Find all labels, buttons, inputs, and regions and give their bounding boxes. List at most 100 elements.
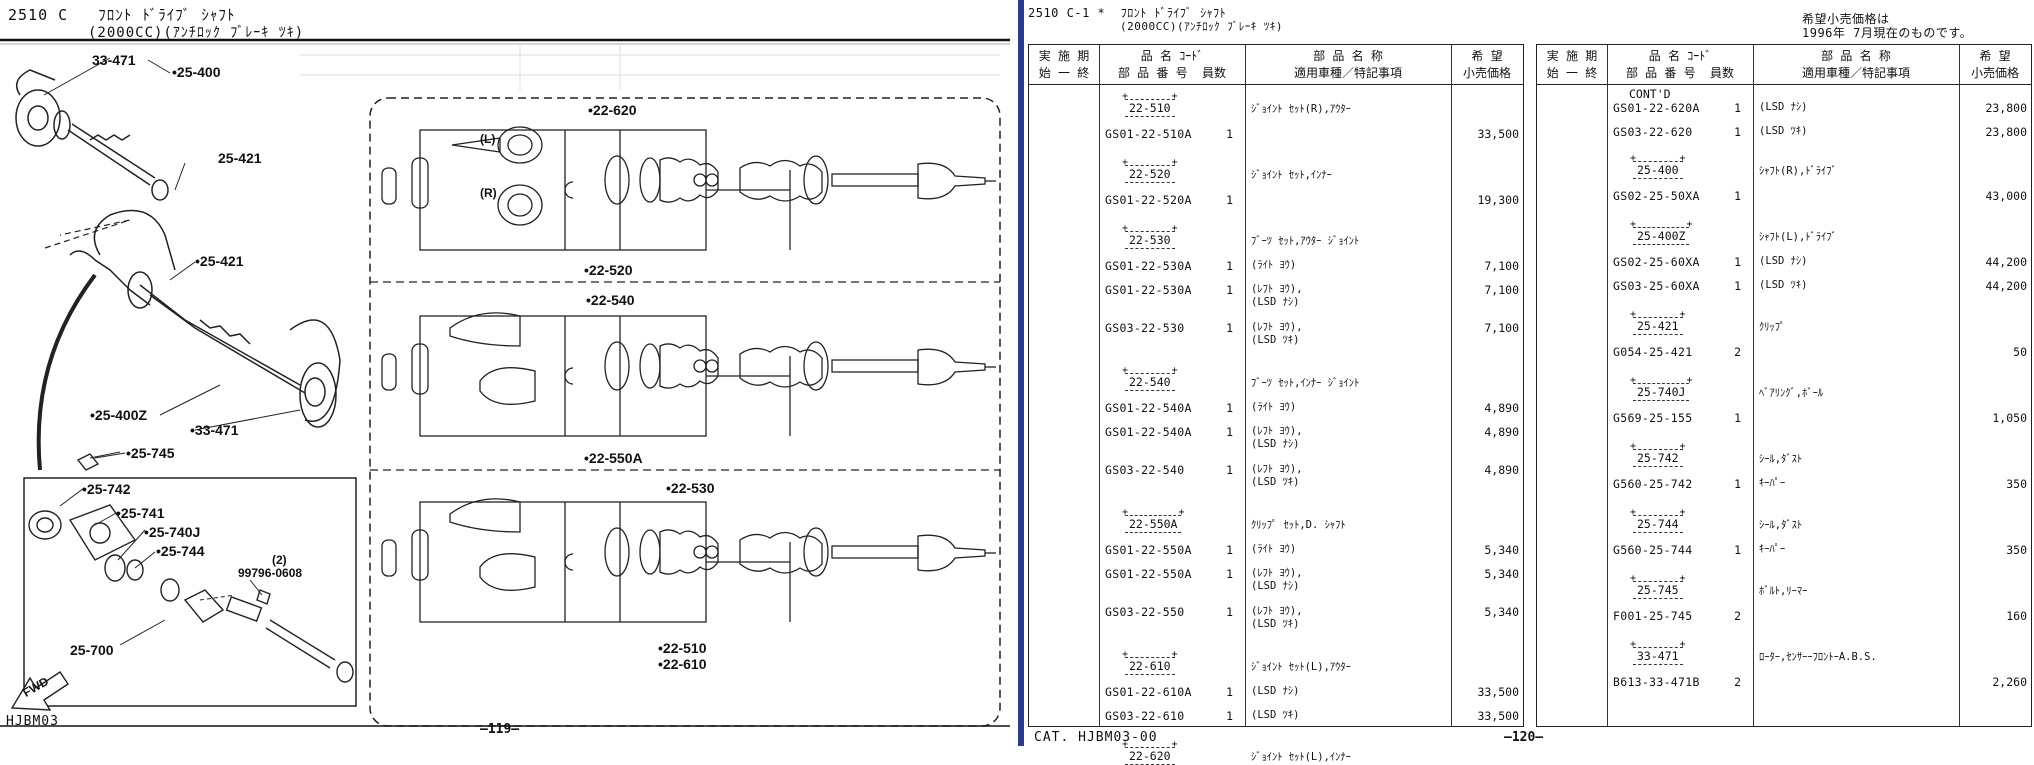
callout-33-471: 33-471 (92, 52, 136, 68)
part-group-name: ﾎﾞﾙﾄ,ﾘｰﾏｰ (1759, 585, 1808, 597)
part-note: (ﾚﾌﾄ ﾖｳ), (LSD ﾅｼ) (1251, 283, 1303, 308)
part-group-code: 22-540 (1122, 365, 1177, 391)
part-price: 1,050 (1992, 411, 2027, 425)
outer-joint (917, 348, 986, 386)
part-quantity: 1 (1734, 411, 1741, 425)
part-quantity: 1 (1226, 685, 1233, 699)
drive-shaft (831, 359, 919, 373)
part-note: (ﾚﾌﾄ ﾖｳ), (LSD ﾂｷ) (1251, 321, 1303, 346)
price-list-page: 2510 C-1 * ﾌﾛﾝﾄ ﾄﾞﾗｲﾌﾞ ｼｬﾌﾄ (2000CC)(ｱﾝﾁ… (1024, 0, 2034, 765)
joint-housing (479, 553, 536, 591)
part-number: G569-25-155 (1613, 411, 1693, 425)
callout-25-742: •25-742 (82, 481, 131, 497)
part-number: GS01-22-540A (1105, 401, 1192, 415)
circlip (564, 553, 574, 571)
col-header-price: 希 望 小売価格 (1451, 45, 1523, 85)
part-number: GS02-25-50XA (1613, 189, 1700, 203)
callout-25-421-b: •25-421 (195, 253, 244, 269)
part-note: (ﾚﾌﾄ ﾖｳ), (LSD ﾂｷ) (1251, 605, 1303, 630)
part-note: (LSD ﾂｷ) (1759, 279, 1808, 291)
drive-shaft-assembly-upper (15, 69, 169, 201)
price-note-line2: 1996年 7月現在のものです。 (1802, 26, 1973, 40)
callout-left-side: (L) (480, 132, 496, 146)
part-note: (ﾚﾌﾄ ﾖｳ), (LSD ﾂｷ) (1251, 463, 1303, 488)
part-note: (ﾚﾌﾄ ﾖｳ), (LSD ﾅｼ) (1251, 567, 1303, 592)
part-quantity: 2 (1734, 609, 1741, 623)
boot-band (803, 341, 829, 391)
part-group-name: ｼｰﾙ,ﾀﾞｽﾄ (1759, 519, 1803, 531)
price-header-subtitle: (2000CC)(ｱﾝﾁﾛｯｸ ﾌﾞﾚｰｷ ﾂｷ) (1120, 20, 1283, 33)
part-number: F001-25-745 (1613, 609, 1693, 623)
part-number: GS01-22-530A (1105, 259, 1192, 273)
callout-99796-0608: 99796-0608 (238, 566, 303, 580)
outer-joint (917, 534, 986, 572)
part-group-name: ｼﾞｮｲﾝﾄ ｾｯﾄ(L),ｱｳﾀｰ (1251, 661, 1351, 673)
part-number: GS01-22-550A (1105, 567, 1192, 581)
part-note: ｷｰﾊﾟｰ (1759, 543, 1786, 555)
callout-25-400z: •25-400Z (90, 407, 148, 423)
part-number: GS02-25-60XA (1613, 255, 1700, 269)
part-group-name: ﾌﾞｰﾂ ｾｯﾄ,ｱｳﾀｰ ｼﾞｮｲﾝﾄ (1251, 235, 1360, 247)
boot-band (639, 343, 661, 389)
part-price: 5,340 (1484, 605, 1519, 619)
part-number: G560-25-744 (1613, 543, 1693, 557)
callout-22-540: •22-540 (586, 292, 635, 308)
part-quantity: 1 (1734, 189, 1741, 203)
part-quantity: 1 (1226, 567, 1233, 581)
part-quantity: 1 (1226, 193, 1233, 207)
callout-25-744: •25-744 (156, 543, 205, 559)
boot-band (639, 157, 661, 203)
col-header-code-2: 品 名 ｺｰﾄﾞ 部 品 番 号 員数 (1607, 45, 1753, 85)
grease-tube (411, 343, 429, 395)
part-quantity: 1 (1734, 255, 1741, 269)
part-number: GS03-22-620 (1613, 125, 1693, 139)
callout-25-421: 25-421 (218, 150, 262, 166)
part-group-code: 33-471 (1630, 639, 1685, 665)
kit-bracket (419, 129, 707, 251)
part-price: 7,100 (1484, 259, 1519, 273)
part-group-name: ｼﾞｮｲﾝﾄ ｾｯﾄ,ｲﾝﾅｰ (1251, 169, 1332, 181)
part-price: 4,890 (1484, 401, 1519, 415)
price-note-line1: 希望小売価格は (1802, 12, 1890, 26)
part-price: 33,500 (1477, 127, 1519, 141)
diagram-header-subtitle: (2000CC)(ｱﾝﾁﾛｯｸ ﾌﾞﾚｰｷ ﾂｷ) (88, 25, 305, 41)
part-number: GS01-22-540A (1105, 425, 1192, 439)
callout-25-400: •25-400 (172, 64, 221, 80)
col-header-period: 実 施 期 始 一 終 (1029, 45, 1099, 85)
part-group-name: ﾍﾞｱﾘﾝｸﾞ,ﾎﾞｰﾙ (1759, 387, 1824, 399)
part-group-name: ｼﾞｮｲﾝﾄ ｾｯﾄ(L),ｲﾝﾅｰ (1251, 751, 1351, 763)
drive-shaft (831, 545, 919, 559)
forward-direction-arrow (10, 671, 69, 711)
callout-22-620: •22-620 (588, 102, 637, 118)
part-price: 160 (2006, 609, 2027, 623)
page-number-119: —119— (480, 722, 520, 737)
catalog-code-left: HJBM03 (6, 714, 59, 729)
part-note: (ﾗｲﾄ ﾖｳ) (1251, 543, 1297, 555)
part-price: 44,200 (1985, 279, 2027, 293)
grease-tube (411, 529, 429, 581)
part-group-code: 25-740J (1630, 375, 1693, 401)
page-divider (1018, 0, 1024, 746)
callout-25-700: 25-700 (70, 642, 114, 658)
part-note: ｷｰﾊﾟｰ (1759, 477, 1786, 489)
col-header-name: 部 品 名 称 適用車種／特記事項 (1245, 45, 1451, 85)
grease-tube (411, 157, 429, 209)
boot-bellows (659, 343, 719, 389)
part-group-name: ｼｬﾌﾄ(L),ﾄﾞﾗｲﾌﾞ (1759, 231, 1837, 243)
diagram-page: 2510 C ﾌﾛﾝﾄ ﾄﾞﾗｲﾌﾞ ｼｬﾌﾄ (2000CC)(ｱﾝﾁﾛｯｸ … (0, 0, 1018, 746)
part-group-code: 25-400Z (1630, 219, 1693, 245)
callout-25-745: •25-745 (126, 445, 175, 461)
part-note: (LSD ﾅｼ) (1759, 255, 1808, 267)
part-price: 4,890 (1484, 425, 1519, 439)
part-price: 7,100 (1484, 321, 1519, 335)
part-quantity: 1 (1226, 321, 1233, 335)
part-group-name: ｼｬﾌﾄ(R),ﾄﾞﾗｲﾌﾞ (1759, 165, 1837, 177)
part-price: 23,800 (1985, 101, 2027, 115)
part-note: (LSD ﾂｷ) (1251, 709, 1300, 721)
part-price: 350 (2006, 543, 2027, 557)
part-group-name: ﾌﾞｰﾂ ｾｯﾄ,ｲﾝﾅｰ ｼﾞｮｲﾝﾄ (1251, 377, 1360, 389)
part-number: B613-33-471B (1613, 675, 1700, 689)
price-header-title: 2510 C-1 * ﾌﾛﾝﾄ ﾄﾞﾗｲﾌﾞ ｼｬﾌﾄ (1028, 6, 1227, 20)
part-price: 43,000 (1985, 189, 2027, 203)
part-number: GS01-22-530A (1105, 283, 1192, 297)
